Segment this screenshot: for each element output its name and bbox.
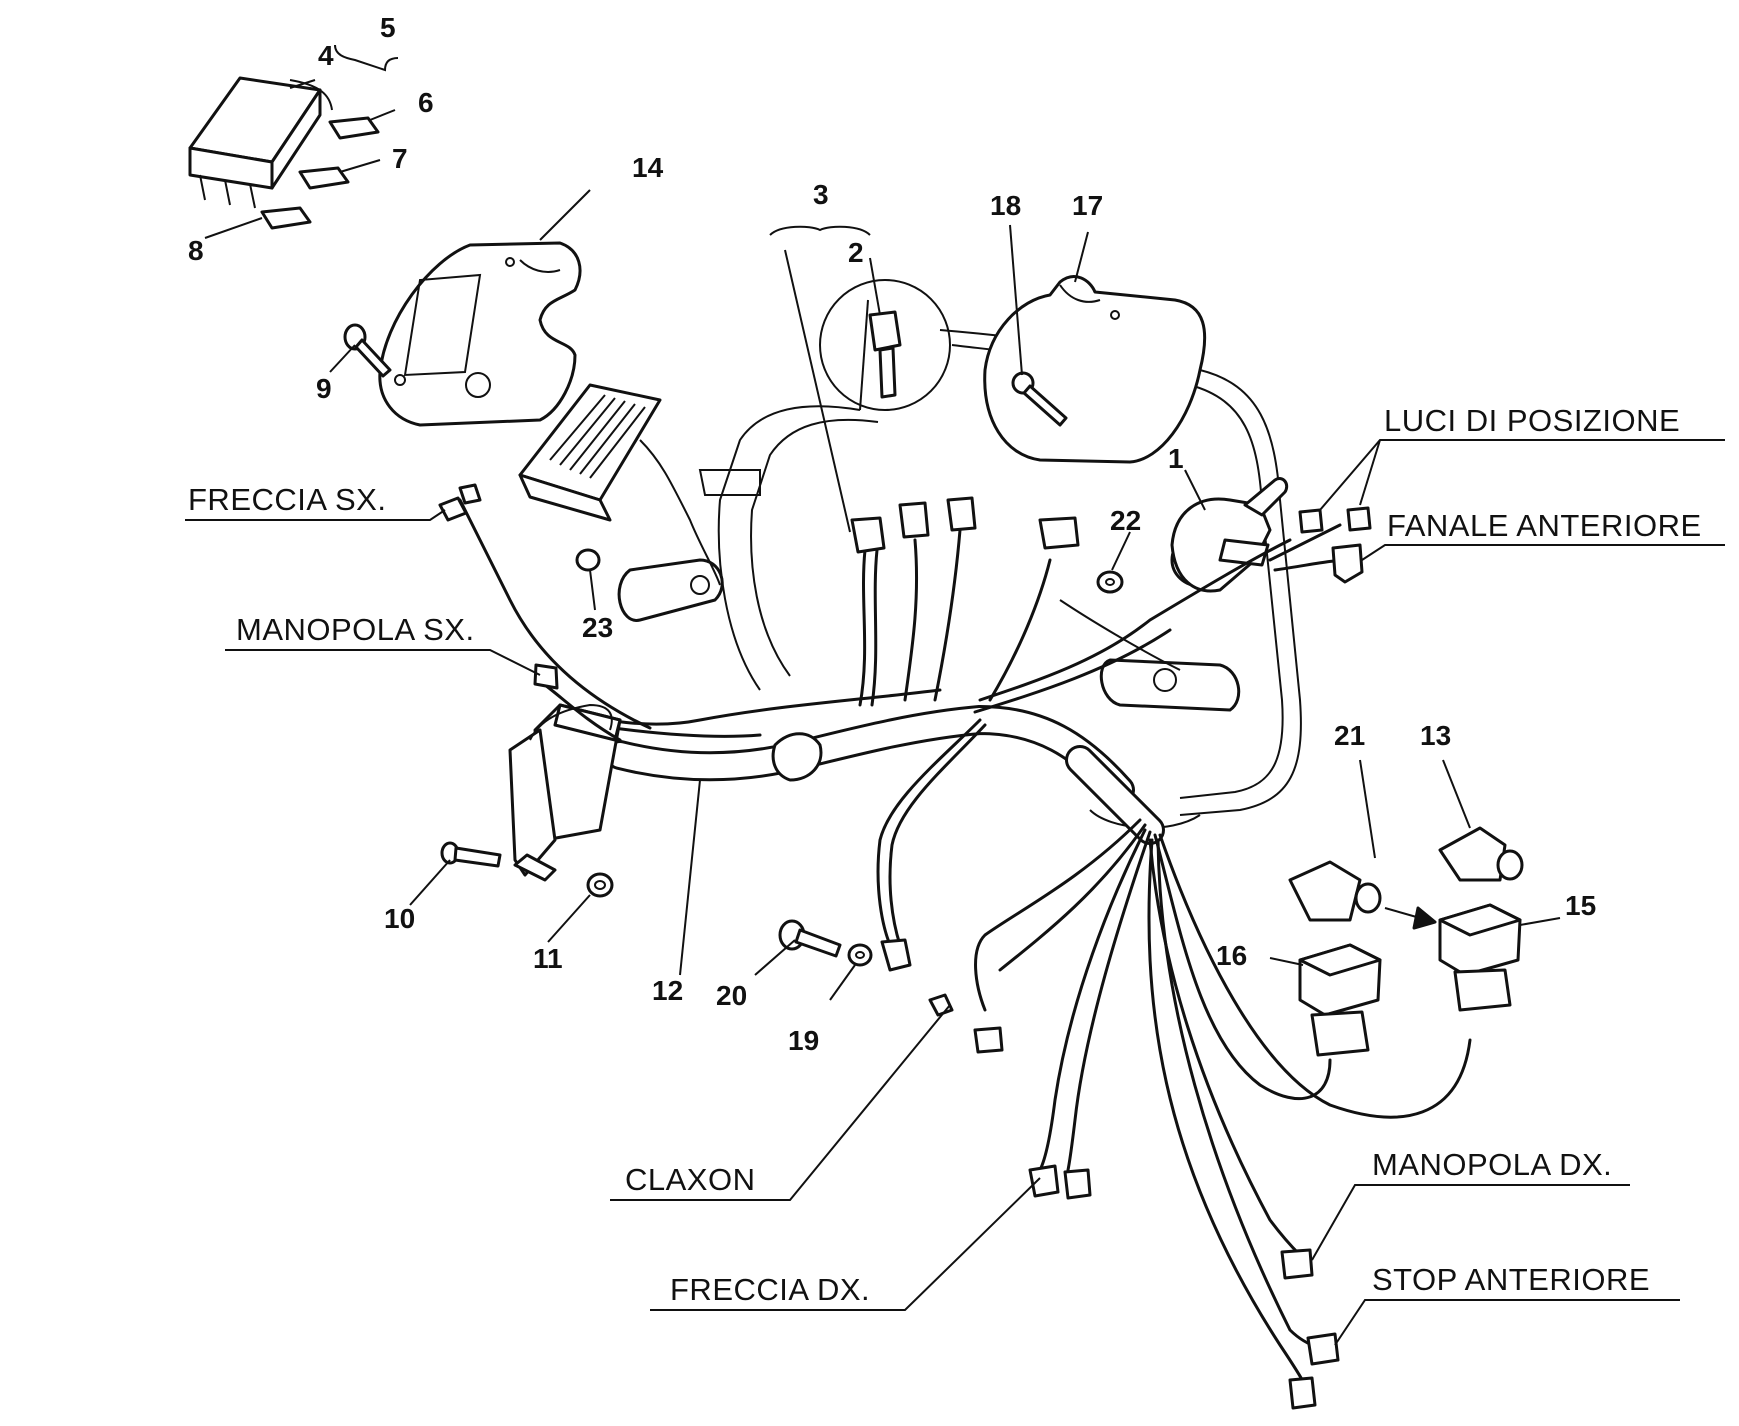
washer-22 — [1096, 570, 1124, 594]
ignition-switch — [1170, 477, 1289, 593]
label-luci-di-posizione: LUCI DI POSIZIONE — [1384, 403, 1680, 438]
part-number-8: 8 — [188, 235, 204, 266]
bolt-10 — [440, 841, 502, 868]
label-stop-anteriore: STOP ANTERIORE — [1372, 1262, 1650, 1297]
part-number-21: 21 — [1334, 720, 1365, 751]
part-number-11: 11 — [533, 943, 563, 974]
part-number-9: 9 — [316, 373, 332, 404]
screw-9 — [343, 323, 392, 378]
part-number-3: 3 — [813, 179, 829, 210]
headset-frame — [617, 329, 1302, 829]
main-harness-cable — [558, 538, 1292, 805]
label-freccia-sx: FRECCIA SX. — [188, 482, 386, 517]
relay-16 — [1298, 943, 1382, 1057]
part-number-7: 7 — [392, 143, 408, 174]
left-cover — [378, 241, 582, 427]
part-numbers: 5 4 6 7 8 14 9 3 2 18 17 1 22 23 10 11 1… — [188, 12, 1596, 1056]
washer-19 — [847, 943, 873, 967]
part-number-18: 18 — [990, 190, 1021, 221]
cap-13 — [1438, 826, 1524, 882]
relay-15 — [1438, 903, 1522, 1012]
part-number-23: 23 — [582, 612, 613, 643]
arrow-21-to-15 — [1384, 906, 1437, 930]
screw-18 — [1011, 371, 1068, 427]
part-number-16: 16 — [1216, 940, 1247, 971]
callout-underlines — [185, 439, 1725, 1346]
label-claxon: CLAXON — [625, 1162, 755, 1197]
part-number-13: 13 — [1420, 720, 1451, 751]
part-number-19: 19 — [788, 1025, 819, 1056]
label-freccia-dx: FRECCIA DX. — [670, 1272, 870, 1307]
part-number-5: 5 — [380, 12, 396, 43]
upper-branch-wires — [850, 496, 1080, 707]
part-number-20: 20 — [716, 980, 747, 1011]
cap-21 — [1288, 860, 1382, 922]
nut-11 — [586, 872, 614, 898]
label-manopola-sx: MANOPOLA SX. — [236, 612, 475, 647]
part-number-17: 17 — [1072, 190, 1103, 221]
regulator-module — [518, 383, 721, 586]
label-manopola-dx: MANOPOLA DX. — [1372, 1147, 1612, 1182]
leader-lines — [204, 44, 1561, 1001]
callout-labels: LUCI DI POSIZIONE FANALE ANTERIORE FRECC… — [188, 403, 1702, 1307]
front-light-wires — [1268, 506, 1372, 584]
lower-branch-wires — [928, 745, 1472, 1410]
ground-wire — [876, 718, 987, 972]
right-cover — [983, 275, 1207, 464]
bolt-20 — [778, 919, 842, 958]
part-number-6: 6 — [418, 87, 434, 118]
fuse-box-assembly — [188, 76, 380, 230]
freccia-sx-wire — [438, 483, 652, 730]
part-number-2: 2 — [848, 237, 864, 268]
part-number-4: 4 — [318, 40, 334, 71]
manopola-sx-wire — [533, 663, 622, 742]
nut-23 — [575, 548, 601, 572]
label-fanale-anteriore: FANALE ANTERIORE — [1387, 508, 1702, 543]
part-number-22: 22 — [1110, 505, 1141, 536]
part-number-12: 12 — [652, 975, 683, 1006]
part-number-10: 10 — [384, 903, 415, 934]
connector-detail — [819, 279, 951, 411]
part-number-14: 14 — [632, 152, 664, 183]
part-number-15: 15 — [1565, 890, 1596, 921]
part-number-1: 1 — [1168, 443, 1184, 474]
